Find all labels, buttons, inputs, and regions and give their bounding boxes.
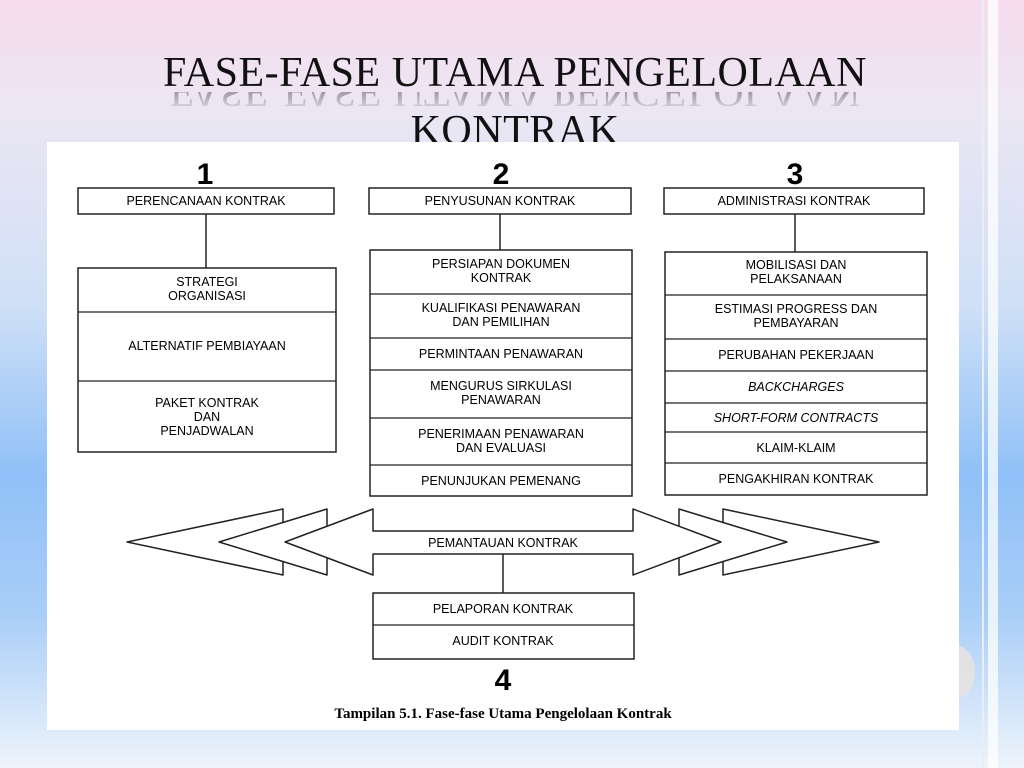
phase-2-header-label: PENYUSUNAN KONTRAK [425, 194, 576, 208]
svg-text:MOBILISASI DAN: MOBILISASI DAN [746, 258, 847, 272]
phase-4-item-1: PELAPORAN KONTRAK [433, 602, 574, 616]
phase-1-header-label: PERENCANAAN KONTRAK [126, 194, 286, 208]
svg-text:MENGURUS SIRKULASI: MENGURUS SIRKULASI [430, 379, 572, 393]
phase-3-item-1: MOBILISASI DAN PELAKSANAAN [746, 258, 847, 286]
phase-2-number: 2 [493, 158, 510, 191]
monitoring-arrow [126, 508, 880, 576]
phase-3-header-label: ADMINISTRASI KONTRAK [718, 194, 871, 208]
phase-2-item-5: PENERIMAAN PENAWARAN DAN EVALUASI [418, 427, 584, 455]
svg-text:PENJADWALAN: PENJADWALAN [160, 424, 253, 438]
monitoring-band [284, 508, 722, 576]
phase-3-item-6: KLAIM-KLAIM [756, 441, 835, 455]
svg-text:BACKCHARGES: BACKCHARGES [748, 380, 845, 394]
phase-2-item-3: PERMINTAAN PENAWARAN [419, 347, 583, 361]
svg-text:KONTRAK: KONTRAK [471, 271, 532, 285]
phase-4-item-2: AUDIT KONTRAK [452, 634, 554, 648]
phase-2-item-2: KUALIFIKASI PENAWARAN DAN PEMILIHAN [422, 301, 581, 329]
phase-1-item-3: PAKET KONTRAK DAN PENJADWALAN [155, 396, 259, 438]
svg-text:PERSIAPAN DOKUMEN: PERSIAPAN DOKUMEN [432, 257, 570, 271]
phase-3-item-7: PENGAKHIRAN KONTRAK [719, 472, 875, 486]
slide-frame-line [982, 0, 984, 768]
phase-2-header: PENYUSUNAN KONTRAK [368, 187, 632, 215]
phase-4-number: 4 [495, 664, 512, 697]
phase-1-item-1: STRATEGI ORGANISASI [168, 275, 246, 303]
svg-text:PENGAKHIRAN KONTRAK: PENGAKHIRAN KONTRAK [719, 472, 875, 486]
svg-text:KLAIM-KLAIM: KLAIM-KLAIM [756, 441, 835, 455]
phase-2-item-6: PENUNJUKAN PEMENANG [421, 474, 581, 488]
phase-2-item-4: MENGURUS SIRKULASI PENAWARAN [430, 379, 572, 407]
diagram-canvas: 1 2 3 4 PERENCANAAN KONTRAK PENYUSUNAN K… [77, 158, 928, 722]
svg-text:KUALIFIKASI PENAWARAN: KUALIFIKASI PENAWARAN [422, 301, 581, 315]
phase-4-list: PELAPORAN KONTRAK AUDIT KONTRAK [372, 592, 635, 660]
svg-text:PAKET KONTRAK: PAKET KONTRAK [155, 396, 259, 410]
phase-2-item-1: PERSIAPAN DOKUMEN KONTRAK [432, 257, 570, 285]
slide-frame-stripe [988, 0, 998, 768]
svg-text:PERMINTAAN PENAWARAN: PERMINTAAN PENAWARAN [419, 347, 583, 361]
svg-text:ESTIMASI PROGRESS DAN: ESTIMASI PROGRESS DAN [715, 302, 878, 316]
svg-text:PEMBAYARAN: PEMBAYARAN [754, 316, 839, 330]
svg-text:STRATEGI: STRATEGI [176, 275, 238, 289]
phase-3-number: 3 [787, 158, 804, 191]
svg-text:PENERIMAAN PENAWARAN: PENERIMAAN PENAWARAN [418, 427, 584, 441]
phase-3-item-2: ESTIMASI PROGRESS DAN PEMBAYARAN [715, 302, 878, 330]
svg-text:DAN EVALUASI: DAN EVALUASI [456, 441, 546, 455]
svg-text:ORGANISASI: ORGANISASI [168, 289, 246, 303]
phase-2-list: PERSIAPAN DOKUMEN KONTRAK KUALIFIKASI PE… [369, 249, 633, 497]
slide-title: FASE-FASE UTAMA PENGELOLAAN FASE-FASE UT… [120, 50, 910, 154]
svg-text:PENUNJUKAN PEMENANG: PENUNJUKAN PEMENANG [421, 474, 581, 488]
title-line-1: FASE-FASE UTAMA PENGELOLAAN [163, 50, 867, 96]
phase-3-item-3: PERUBAHAN PEKERJAAN [718, 348, 874, 362]
monitoring-label: PEMANTAUAN KONTRAK [428, 536, 578, 550]
svg-text:PERUBAHAN PEKERJAAN: PERUBAHAN PEKERJAAN [718, 348, 874, 362]
phase-3-item-4: BACKCHARGES [748, 380, 845, 394]
svg-text:DAN: DAN [194, 410, 220, 424]
svg-text:PELAKSANAAN: PELAKSANAAN [750, 272, 842, 286]
svg-text:PENAWARAN: PENAWARAN [461, 393, 541, 407]
svg-text:ALTERNATIF PEMBIAYAAN: ALTERNATIF PEMBIAYAAN [128, 339, 285, 353]
svg-text:DAN PEMILIHAN: DAN PEMILIHAN [452, 315, 549, 329]
phase-3-header: ADMINISTRASI KONTRAK [663, 187, 925, 215]
phase-3-list: MOBILISASI DAN PELAKSANAAN ESTIMASI PROG… [664, 251, 928, 496]
figure-caption: Tampilan 5.1. Fase-fase Utama Pengelolaa… [334, 706, 672, 722]
phase-1-item-2: ALTERNATIF PEMBIAYAAN [128, 339, 285, 353]
phase-3-item-5: SHORT-FORM CONTRACTS [714, 411, 879, 425]
phase-1-list: STRATEGI ORGANISASI ALTERNATIF PEMBIAYAA… [77, 267, 337, 453]
svg-text:SHORT-FORM CONTRACTS: SHORT-FORM CONTRACTS [714, 411, 879, 425]
phase-1-header: PERENCANAAN KONTRAK [77, 187, 335, 215]
phase-1-number: 1 [197, 158, 214, 191]
contract-phase-diagram: 1 2 3 4 PERENCANAAN KONTRAK PENYUSUNAN K… [47, 142, 959, 730]
